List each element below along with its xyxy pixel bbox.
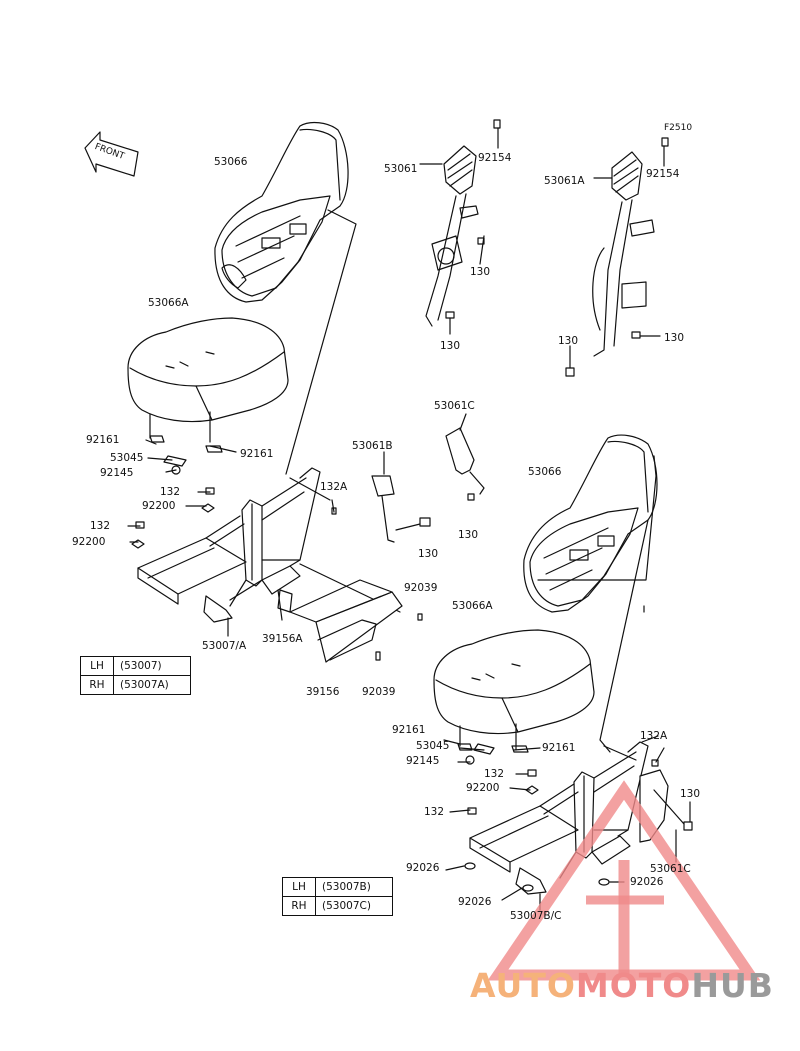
part-label: 92200 <box>72 536 106 548</box>
part-cell: (53007C) <box>315 896 393 916</box>
side-cell: LH <box>80 656 114 676</box>
part-label: 53045 <box>416 740 450 752</box>
part-label: 92026 <box>630 876 664 888</box>
part-cell: (53007B) <box>315 877 393 897</box>
part-label: 92154 <box>646 168 680 180</box>
part-label: 53061C <box>650 863 691 875</box>
part-label: 53061C <box>434 400 475 412</box>
table-row: RH (53007A) <box>80 675 191 695</box>
part-label: 130 <box>470 266 491 278</box>
side-cell: RH <box>282 896 316 916</box>
part-label: 53045 <box>110 452 144 464</box>
part-label: 130 <box>558 335 579 347</box>
watermark-text: AUTOMOTOHUB <box>470 966 774 1005</box>
seat-back-lower <box>523 434 658 613</box>
part-label: 39156A <box>262 633 303 645</box>
upper-seat-clips <box>149 435 223 475</box>
watermark-part: HUB <box>691 966 774 1005</box>
seat-cushion-upper <box>127 317 289 443</box>
part-label: 92154 <box>478 152 512 164</box>
part-label: 92161 <box>240 448 274 460</box>
table-row: LH (53007) <box>80 656 191 676</box>
part-label: 92161 <box>542 742 576 754</box>
part-label: 39156 <box>306 686 340 698</box>
part-label: 130 <box>418 548 439 560</box>
part-label: 132A <box>640 730 668 742</box>
part-label: 53007B/C <box>510 910 562 922</box>
part-label: 132A <box>320 481 348 493</box>
part-label: 53061 <box>384 163 418 175</box>
part-label: 92161 <box>392 724 426 736</box>
part-label: 132 <box>484 768 505 780</box>
part-label: 53066 <box>528 466 562 478</box>
part-label: 92161 <box>86 434 120 446</box>
lower-seat-clips <box>457 743 529 765</box>
watermark-part: AUTO <box>470 966 576 1005</box>
seatbelt-53061a <box>565 137 669 377</box>
part-label: 132 <box>160 486 181 498</box>
part-label: 92039 <box>404 582 438 594</box>
upper-fasteners <box>131 487 337 549</box>
seat-cushion-lower <box>433 629 595 751</box>
part-label: 92039 <box>362 686 396 698</box>
part-label: 53066A <box>452 600 493 612</box>
part-label: 92026 <box>406 862 440 874</box>
seat-plates <box>277 579 423 663</box>
buckle-53061b <box>371 451 431 543</box>
side-reference-table-lower: LH (53007B) RH (53007C) <box>282 877 393 916</box>
part-label: 53066A <box>148 297 189 309</box>
table-row: RH (53007C) <box>282 896 393 916</box>
part-label: 132 <box>90 520 111 532</box>
part-label: 130 <box>440 340 461 352</box>
side-reference-table-upper: LH (53007) RH (53007A) <box>80 656 191 695</box>
figure-code: F2510 <box>664 123 693 133</box>
side-cell: RH <box>80 675 114 695</box>
seatbelt-53061 <box>419 119 501 335</box>
part-label: 53061B <box>352 440 393 452</box>
part-label: 92026 <box>458 896 492 908</box>
part-label: 92145 <box>100 467 134 479</box>
part-cell: (53007) <box>113 656 191 676</box>
part-label: 132 <box>424 806 445 818</box>
side-cell: LH <box>282 877 316 897</box>
part-label: 53061A <box>544 175 585 187</box>
front-arrow-icon <box>84 131 139 177</box>
part-label: 92200 <box>142 500 176 512</box>
seat-frame-upper <box>137 467 321 623</box>
part-cell: (53007A) <box>113 675 191 695</box>
part-label: 130 <box>664 332 685 344</box>
watermark-part: MOTO <box>575 966 692 1005</box>
part-label: 53007/A <box>202 640 247 652</box>
watermark-logo-icon <box>487 780 761 981</box>
part-label: 130 <box>458 529 479 541</box>
part-label: 130 <box>680 788 701 800</box>
buckle-53061c-upper <box>445 413 485 501</box>
part-label: 53066 <box>214 156 248 168</box>
seat-back-upper <box>214 121 349 303</box>
seat-frame-lower <box>469 741 693 895</box>
part-label: 92145 <box>406 755 440 767</box>
part-label: 92200 <box>466 782 500 794</box>
table-row: LH (53007B) <box>282 877 393 897</box>
